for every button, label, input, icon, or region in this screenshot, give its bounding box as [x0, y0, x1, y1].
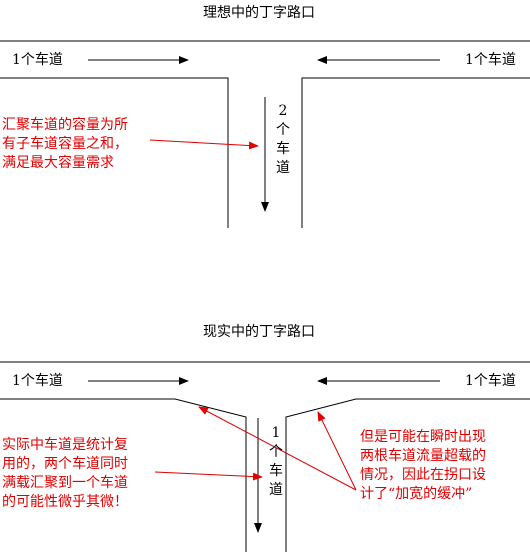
- real-buffer-note: 但是可能在瞬时出现 两根车道流量超载的 情况，因此在拐口设 计了“加宽的缓冲”: [360, 429, 486, 502]
- real-right-corner: [285, 398, 530, 552]
- real-left-corner: [0, 398, 247, 552]
- ideal-left-lane-label: 1个车道: [12, 52, 63, 68]
- real-junction: [0, 361, 530, 552]
- ideal-merged-lane-label: 2个车道: [276, 103, 290, 176]
- real-title: 现实中的丁字路口: [203, 324, 315, 340]
- real-right-lane-label: 1个车道: [465, 373, 516, 389]
- real-right-note-pointer-left: [198, 406, 357, 491]
- ideal-capacity-note: 汇聚车道的容量为所 有子车道容量之和， 满足最大容量需求: [2, 117, 128, 171]
- ideal-left-corner: [0, 77, 229, 228]
- real-merged-lane-label: 1个车道: [269, 425, 283, 498]
- ideal-right-corner: [301, 77, 530, 228]
- real-multiplex-note: 实际中车道是统计复 用的，两个车道同时 满载汇聚到一个车道 的可能性微乎其微！: [2, 437, 128, 510]
- ideal-note-pointer: [149, 139, 259, 150]
- real-left-lane-label: 1个车道: [12, 373, 63, 389]
- ideal-title: 理想中的丁字路口: [203, 5, 315, 21]
- ideal-junction: [0, 40, 530, 228]
- real-right-note-pointer-right: [317, 411, 357, 491]
- real-left-note-pointer: [154, 471, 263, 481]
- ideal-right-lane-label: 1个车道: [465, 52, 516, 68]
